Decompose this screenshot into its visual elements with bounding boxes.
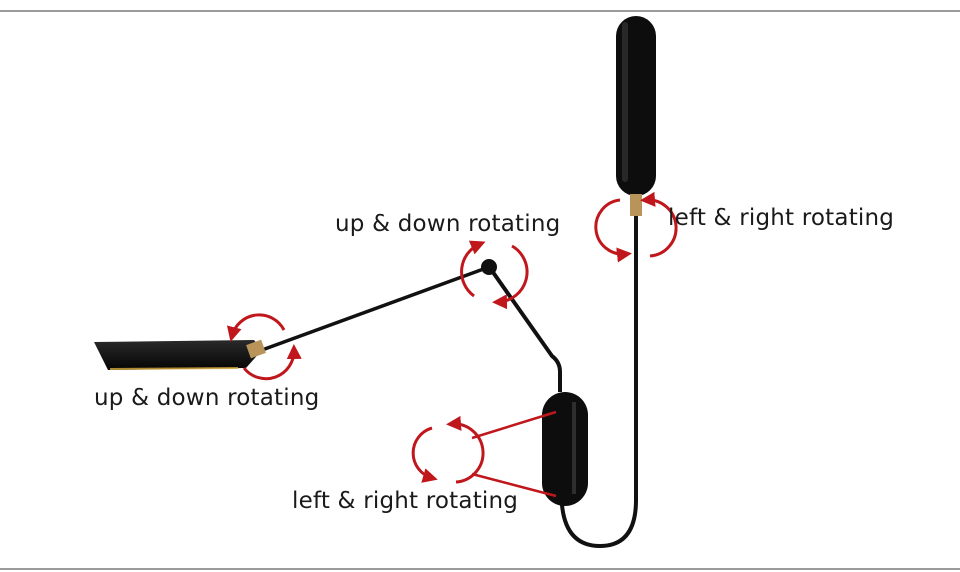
lamp-top-capsule xyxy=(616,16,656,216)
lamp-stem-rod xyxy=(560,216,638,549)
wall-mount-rotation-icon xyxy=(411,410,557,498)
elbow-joint-label: up & down rotating xyxy=(335,211,561,237)
top-swivel-label: left & right rotating xyxy=(668,205,895,231)
elbow-rotation-icon xyxy=(460,240,529,310)
wall-mount-label: left & right rotating xyxy=(292,488,519,514)
shade-joint-label: up & down rotating xyxy=(94,385,320,411)
wall-mount-plate xyxy=(542,392,588,506)
top-swivel-rotation-icon xyxy=(594,191,678,263)
lamp-lower-arm xyxy=(488,266,562,392)
bottom-divider xyxy=(0,568,960,570)
lamp-upper-arm xyxy=(261,265,490,352)
top-divider xyxy=(0,10,960,12)
shade-joint-rotation-icon xyxy=(226,313,302,381)
lamp-shade xyxy=(94,339,266,370)
